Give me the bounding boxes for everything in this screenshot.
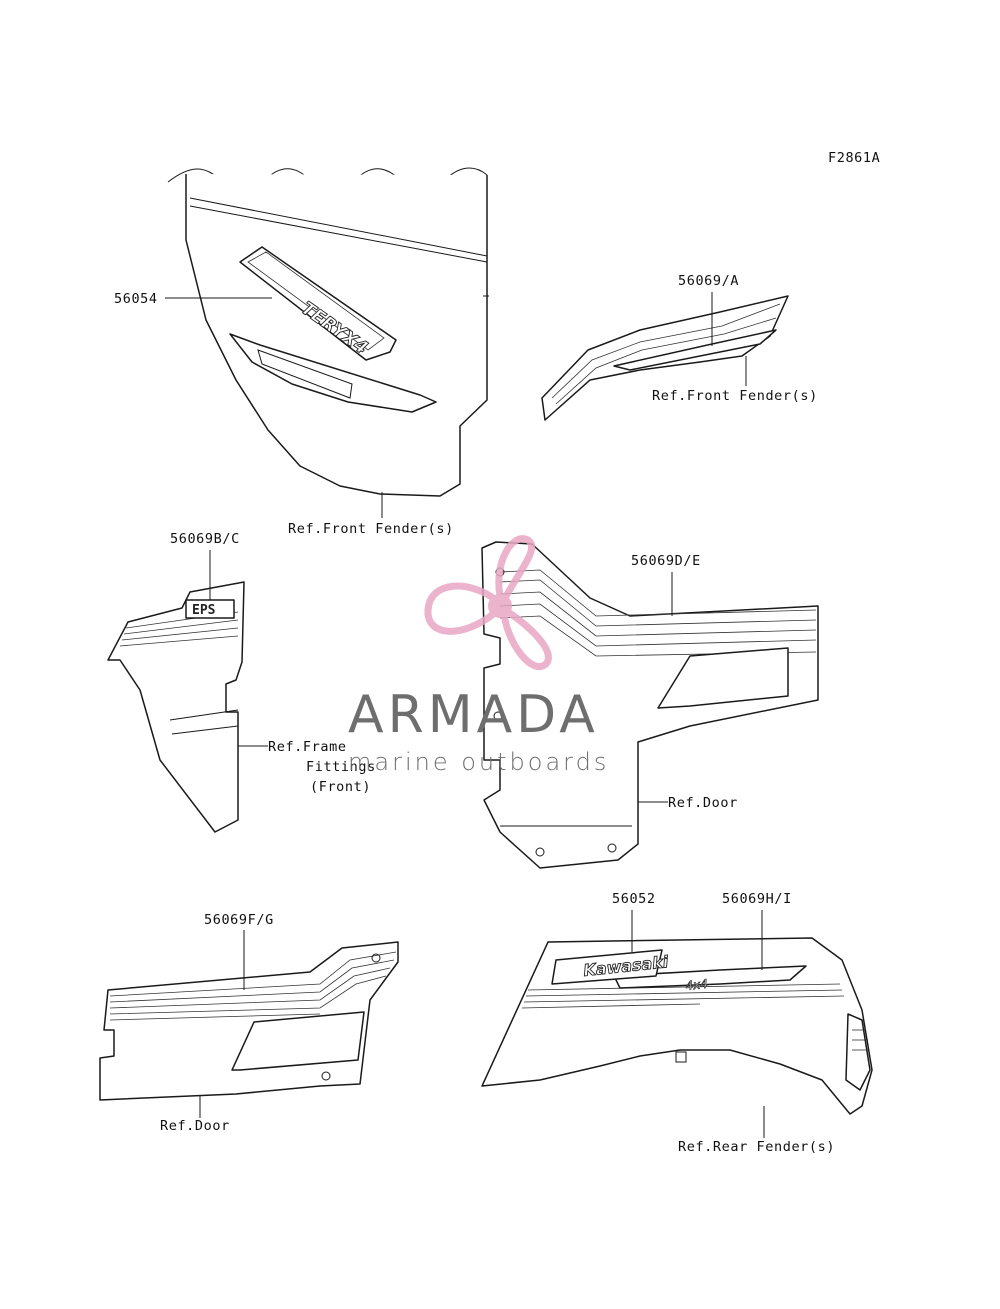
watermark-brand: ARMADA	[348, 685, 599, 745]
frame-fitting-panel-part: EPS	[107, 581, 245, 833]
label-ref-rear-fender: Ref.Rear Fender(s)	[678, 1139, 835, 1155]
label-56069bc: 56069B/C	[170, 531, 240, 547]
label-ref-frame-2: Fittings	[306, 759, 376, 775]
label-56069hi: 56069H/I	[722, 891, 792, 907]
label-ref-door-right: Ref.Door	[668, 795, 738, 811]
label-ref-frame-3: (Front)	[310, 779, 371, 795]
label-56052: 56052	[612, 891, 656, 907]
label-ref-front-fender-top: Ref.Front Fender(s)	[652, 388, 818, 404]
label-56069de: 56069D/E	[631, 553, 701, 569]
label-56069fg: 56069F/G	[204, 912, 274, 928]
label-ref-frame-1: Ref.Frame	[268, 739, 347, 755]
rear-fender-part: Kawasaki 4x4	[481, 937, 873, 1115]
badge-4x4-text: 4x4	[685, 977, 709, 993]
label-ref-door-left: Ref.Door	[160, 1118, 230, 1134]
label-56069a: 56069/A	[678, 273, 739, 289]
figure-code: F2861A	[828, 150, 880, 166]
front-fender-stripe-part	[541, 295, 789, 421]
eps-decal-text: EPS	[192, 603, 216, 618]
watermark-propeller-icon	[424, 535, 552, 670]
label-ref-front-fender-bottom: Ref.Front Fender(s)	[288, 521, 454, 537]
watermark-tagline: marine outboards	[348, 748, 609, 776]
label-56054: 56054	[114, 291, 158, 307]
door-decal-part	[481, 541, 819, 869]
rear-door-decal-part	[99, 941, 399, 1101]
watermark: ARMADA marine outboards	[348, 535, 609, 776]
